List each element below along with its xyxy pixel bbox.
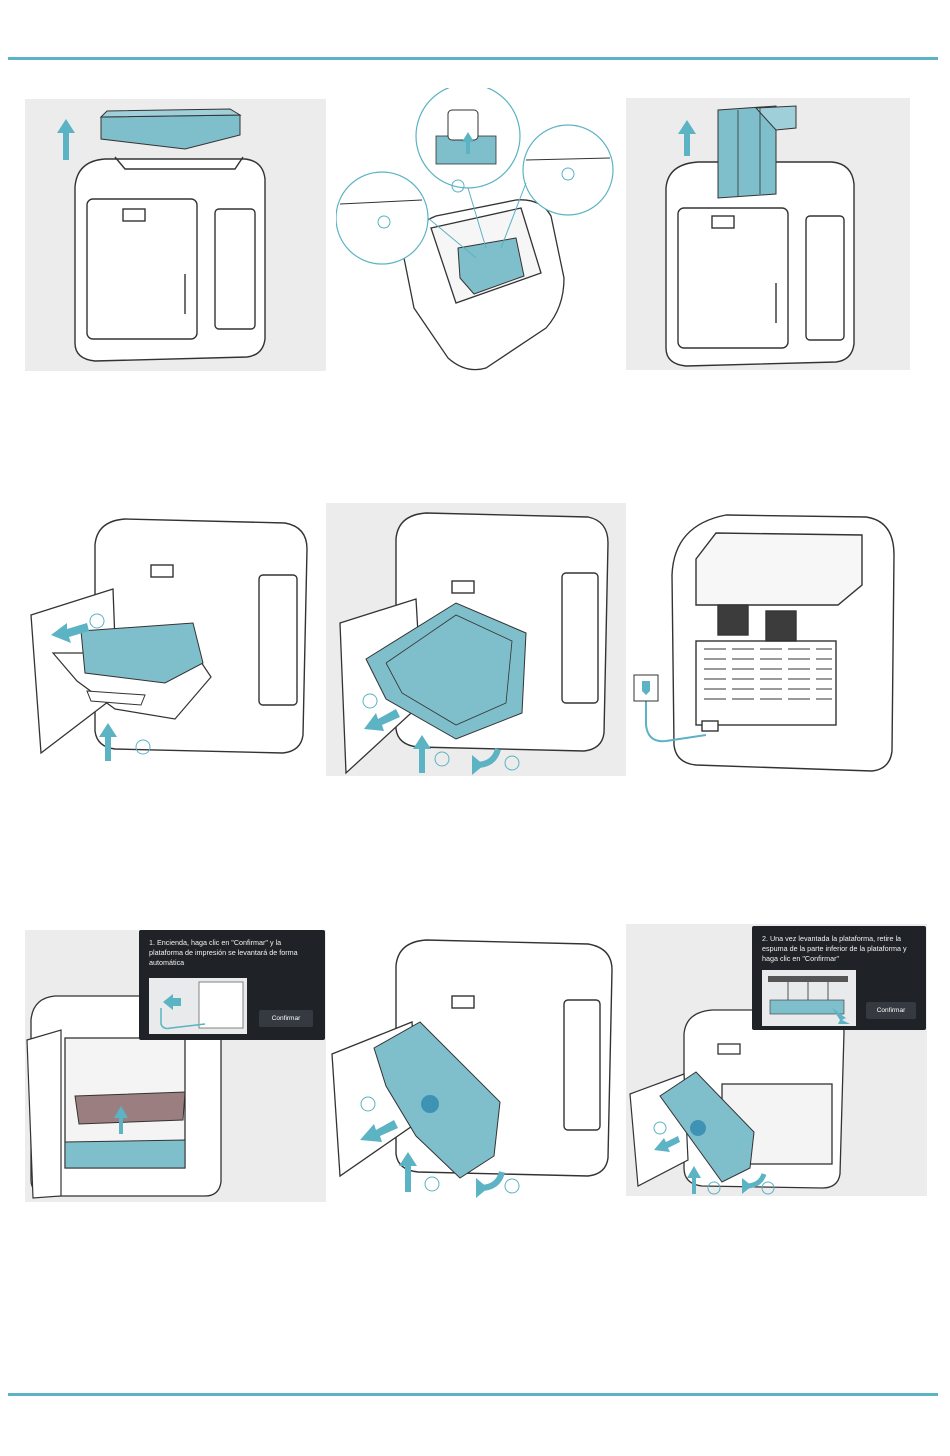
up-arrow-icon [57,119,75,160]
step-panel-remove-bottom-foam [326,503,626,776]
printer-body [75,157,265,361]
zoom-circle-right [523,125,613,215]
screen-prompt-2: 2. Una vez levantada la plataforma, reti… [752,926,926,1030]
rotate-arrow-icon [476,1172,502,1198]
step-panel-remove-lower-foam [326,926,626,1202]
screen-prompt-1-message: 1. Encienda, haga clic en "Confirmar" y … [149,938,317,968]
power-plug-icon [634,675,658,701]
foam-block [101,109,240,149]
step-panel-remove-platform-foam: 2. Una vez levantada la plataforma, reti… [626,924,927,1196]
screen-prompt-1-thumbnail [149,978,247,1034]
confirm-button[interactable]: Confirmar [259,1010,313,1027]
step-panel-raise-platform: 1. Encienda, haga clic en "Confirmar" y … [25,930,326,1202]
printer-back [672,515,894,771]
step-panel-remove-top-foam [25,99,326,371]
open-door [27,1030,61,1198]
print-platform [75,1092,185,1124]
step-panel-remove-bed-tray [25,505,326,777]
step-panel-remove-side-foam [626,98,910,370]
confirm-button[interactable]: Confirmar [866,1002,916,1019]
screen-prompt-2-message: 2. Una vez levantada la plataforma, reti… [762,934,920,964]
zoom-circle-left [336,172,428,264]
bottom-rule [8,1393,938,1396]
top-rule [8,57,938,60]
foam-base [65,1140,185,1168]
up-arrow-icon [678,120,696,156]
screen-prompt-2-thumbnail [762,970,856,1026]
step-panel-cut-cable-ties [336,88,616,374]
screen-prompt-1: 1. Encienda, haga clic en "Confirmar" y … [139,930,325,1040]
rotate-arrow-icon [472,749,498,775]
zoom-circle-top [416,88,520,188]
step-panel-connect-power [626,505,910,777]
